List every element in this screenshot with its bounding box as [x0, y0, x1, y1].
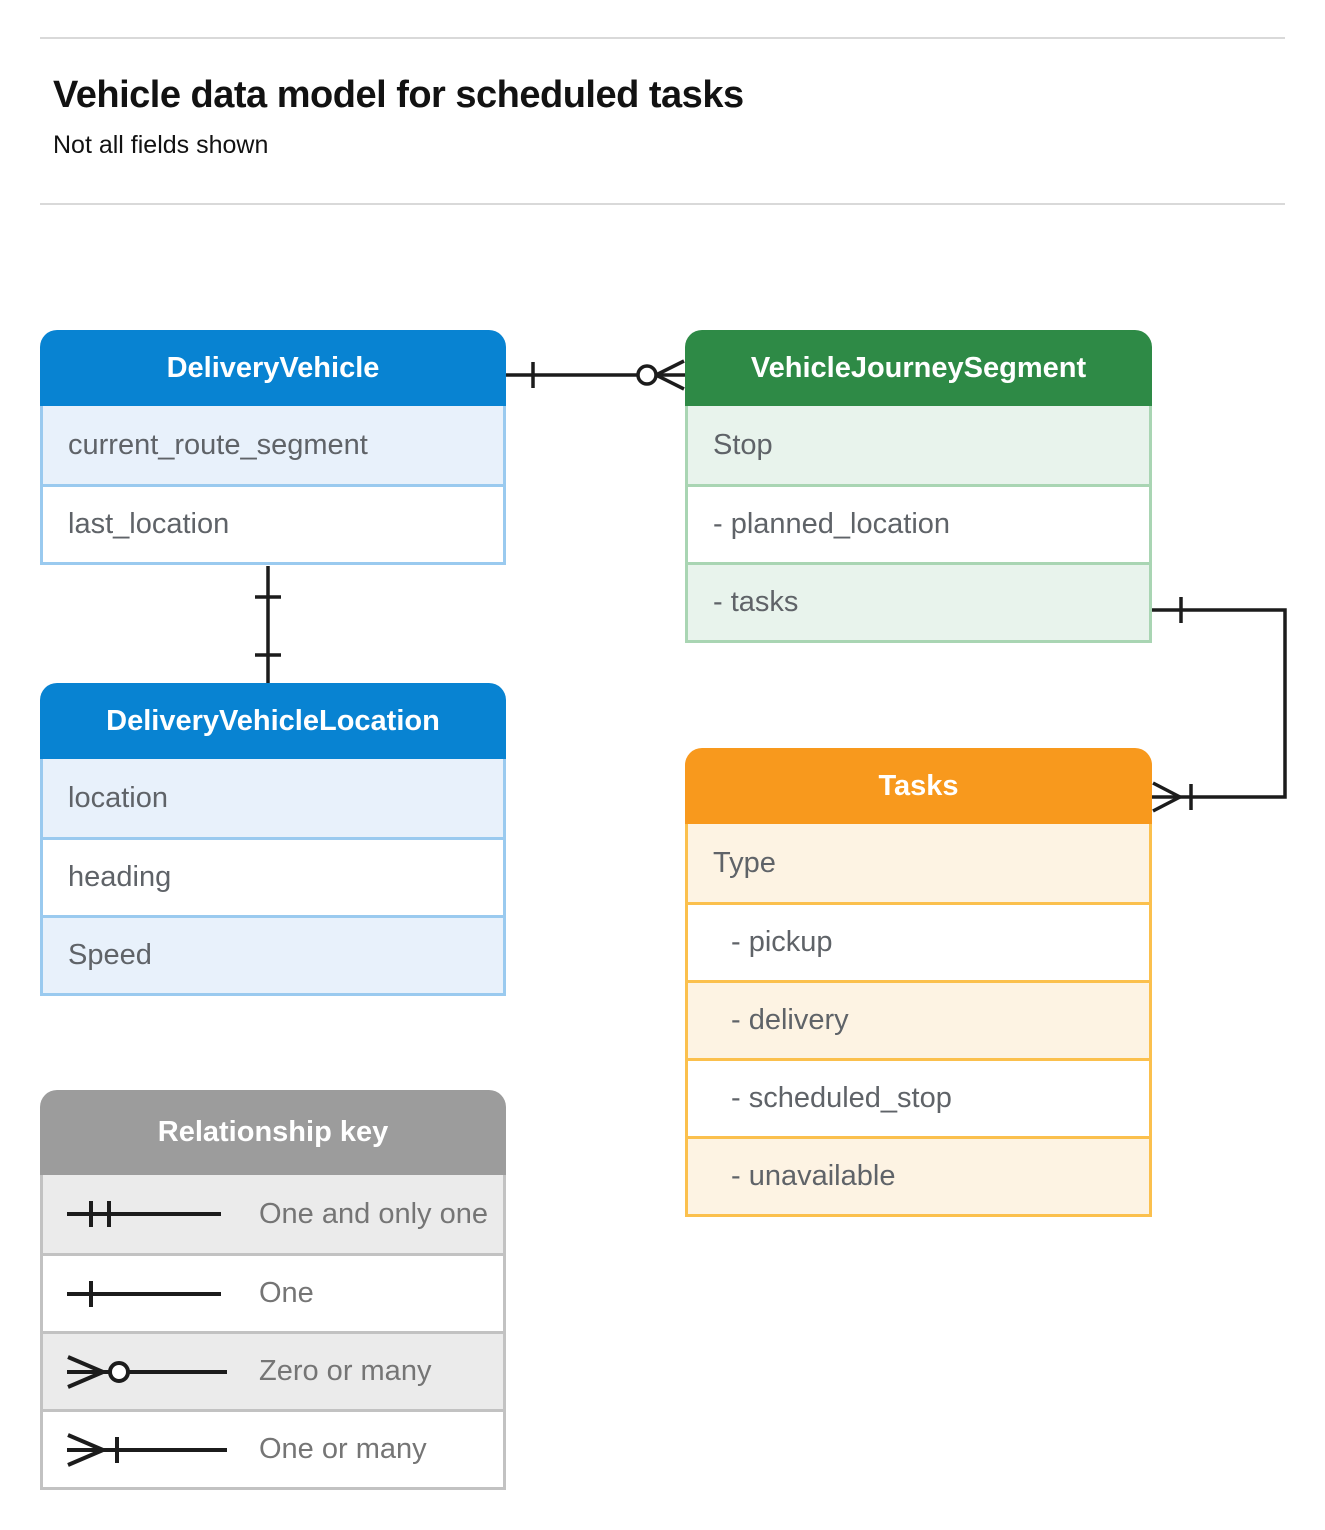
- entity-vehiclejourneysegment: VehicleJourneySegment Stop - planned_loc…: [685, 330, 1152, 643]
- entity-body: location heading Speed: [40, 759, 506, 996]
- connector-deliveryvehicle-vehiclejourneysegment: [506, 359, 685, 391]
- entity-field-row: - delivery: [688, 980, 1149, 1058]
- key-row: Zero or many: [43, 1331, 503, 1409]
- entity-field-row: - scheduled_stop: [688, 1058, 1149, 1136]
- page-title: Vehicle data model for scheduled tasks: [53, 74, 744, 116]
- page-subtitle: Not all fields shown: [53, 131, 269, 159]
- relationship-key-header: Relationship key: [40, 1090, 506, 1175]
- key-row: One: [43, 1253, 503, 1331]
- entity-field-row: - pickup: [688, 902, 1149, 980]
- entity-field-row: last_location: [43, 484, 503, 562]
- key-label: One and only one: [259, 1197, 488, 1230]
- connector-deliveryvehicle-deliveryvehiclelocation: [255, 566, 281, 686]
- entity-field-row: Type: [688, 824, 1149, 902]
- entity-body: Type - pickup - delivery - scheduled_sto…: [685, 824, 1152, 1217]
- key-label: Zero or many: [259, 1355, 432, 1387]
- entity-deliveryvehiclelocation: DeliveryVehicleLocation location heading…: [40, 683, 506, 996]
- entity-body: Stop - planned_location - tasks: [685, 406, 1152, 643]
- key-label: One or many: [259, 1433, 427, 1465]
- entity-field-row: - unavailable: [688, 1136, 1149, 1214]
- entity-field-row: current_route_segment: [43, 406, 503, 484]
- one-or-many-icon: [67, 1432, 227, 1467]
- entity-header: Tasks: [685, 748, 1152, 824]
- entity-field-row: Stop: [688, 406, 1149, 484]
- connector-vehiclejourneysegment-tasks: [1150, 597, 1287, 813]
- entity-field-row: - tasks: [688, 562, 1149, 640]
- zero-or-many-icon: [67, 1354, 227, 1389]
- entity-tasks: Tasks Type - pickup - delivery - schedul…: [685, 748, 1152, 1217]
- one-and-only-one-icon: [67, 1201, 221, 1227]
- entity-field-row: location: [43, 759, 503, 837]
- entity-header: VehicleJourneySegment: [685, 330, 1152, 406]
- entity-body: current_route_segment last_location: [40, 406, 506, 565]
- key-row: One and only one: [43, 1175, 503, 1253]
- entity-field-row: heading: [43, 837, 503, 915]
- key-row: One or many: [43, 1409, 503, 1487]
- top-divider: [40, 37, 1285, 39]
- entity-header: DeliveryVehicle: [40, 330, 506, 406]
- entity-deliveryvehicle: DeliveryVehicle current_route_segment la…: [40, 330, 506, 565]
- key-label: One: [259, 1277, 314, 1309]
- entity-field-row: Speed: [43, 915, 503, 993]
- one-icon: [67, 1280, 221, 1307]
- entity-field-row: - planned_location: [688, 484, 1149, 562]
- bottom-divider: [40, 203, 1285, 205]
- relationship-key-body: One and only one One Zero or many: [40, 1175, 506, 1490]
- relationship-key-card: Relationship key One and only one One: [40, 1090, 506, 1490]
- entity-header: DeliveryVehicleLocation: [40, 683, 506, 759]
